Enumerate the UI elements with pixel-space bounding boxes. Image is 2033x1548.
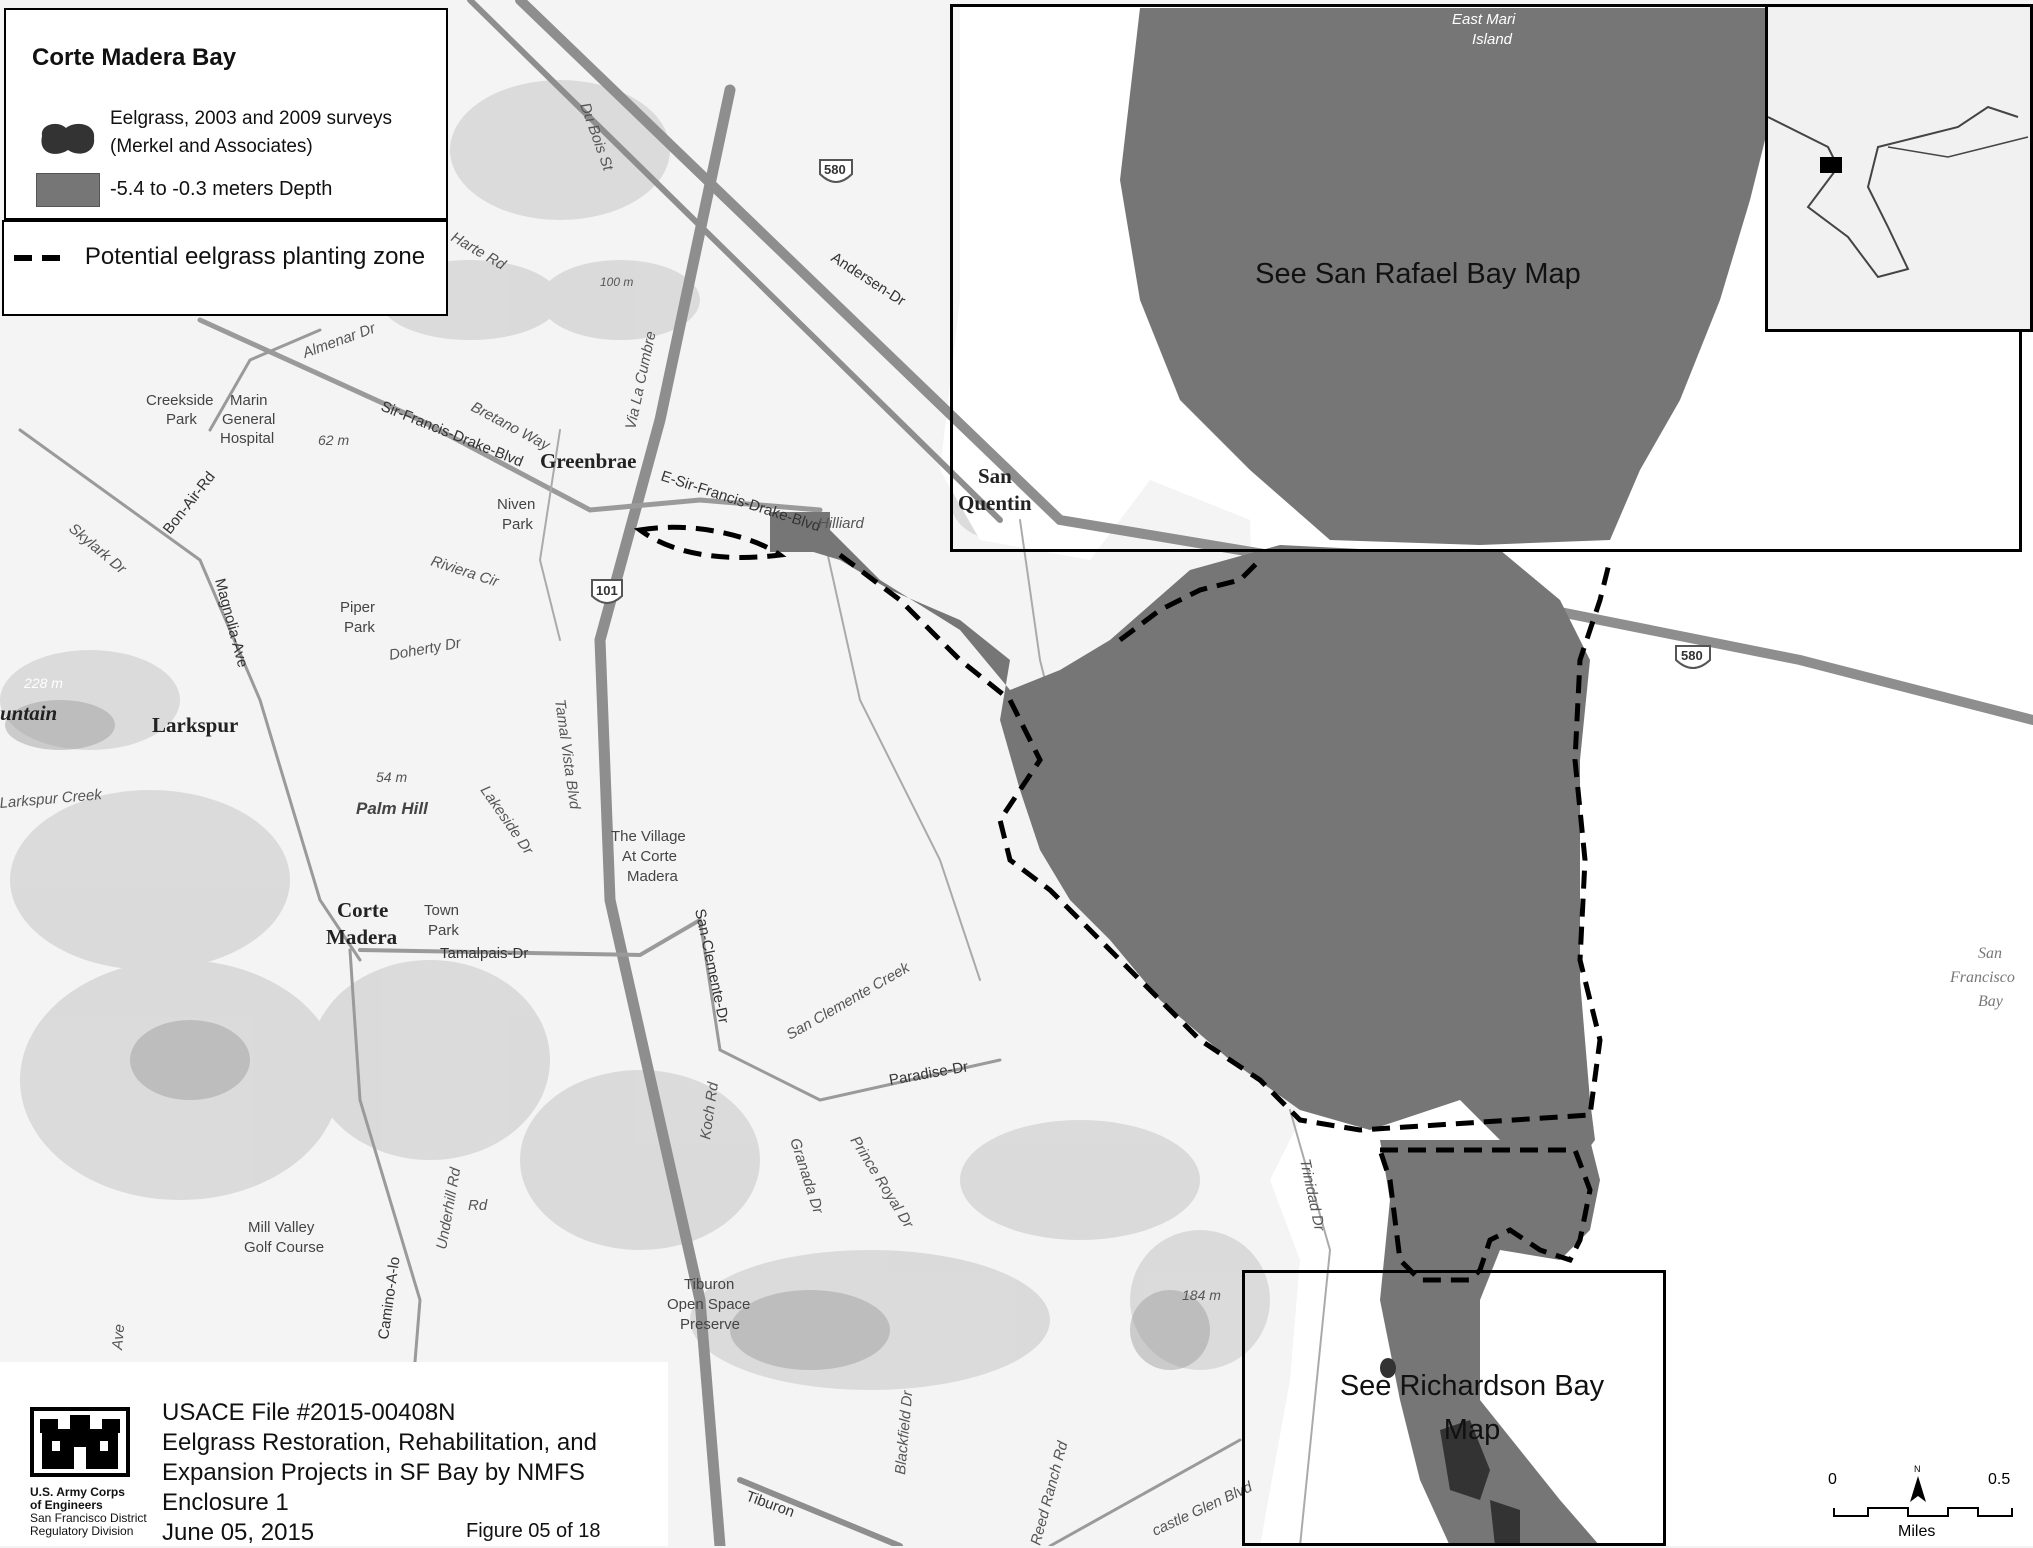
- park-label: Park: [502, 516, 533, 533]
- scale-half: 0.5: [1988, 1471, 2010, 1488]
- depth-area-south: [1380, 1140, 1600, 1546]
- road-label: Hilliard: [818, 515, 865, 532]
- park-label: Golf Course: [244, 1239, 324, 1256]
- richardson-inset-label: See Richardson Bay: [1339, 1370, 1605, 1402]
- park-label: Park: [344, 619, 375, 636]
- park-label: Niven: [497, 496, 535, 513]
- place-label: Greenbrae: [540, 449, 636, 473]
- legend-depth-label: -5.4 to -0.3 meters Depth: [110, 178, 333, 200]
- svg-text:580: 580: [1681, 648, 1703, 663]
- interstate-shield-icon: 580: [819, 159, 853, 183]
- project-title-line: Eelgrass Restoration, Rehabilitation, an…: [162, 1429, 597, 1456]
- park-label: Preserve: [680, 1316, 740, 1333]
- dashed-line-icon: [14, 255, 68, 261]
- park-label: Marin: [230, 392, 268, 409]
- us-route-shield-icon: 101: [591, 579, 623, 604]
- park-label: Park: [428, 922, 459, 939]
- scale-zero: 0: [1828, 1471, 1837, 1488]
- water-label: Bay: [1978, 993, 2004, 1010]
- svg-text:101: 101: [596, 583, 618, 598]
- richardson-inset-label: Map: [1443, 1414, 1501, 1446]
- planting-zone: [633, 524, 1613, 1283]
- park-label: Madera: [627, 868, 679, 885]
- zone-legend-panel: Potential eelgrass planting zone: [2, 220, 448, 316]
- place-label: Island: [1472, 31, 1513, 48]
- elevation-label: 100 m: [600, 275, 633, 289]
- elevation-label: 62 m: [318, 432, 349, 448]
- figure-number: Figure 05 of 18: [466, 1520, 601, 1542]
- place-label: Palm Hill: [356, 799, 429, 818]
- elevation-label: 54 m: [376, 769, 407, 785]
- north-arrow-icon: [1910, 1476, 1926, 1502]
- san-rafael-inset-label: See San Rafael Bay Map: [1255, 258, 1581, 290]
- park-label: At Corte: [622, 848, 677, 865]
- date-label: June 05, 2015: [162, 1519, 315, 1546]
- legend-zone-label: Potential eelgrass planting zone: [84, 243, 426, 270]
- depth-area-north: [1120, 8, 1770, 545]
- eelgrass-patch: [1490, 1500, 1520, 1546]
- enclosure-label: Enclosure 1: [162, 1489, 289, 1516]
- legend-title: Corte Madera Bay: [32, 44, 237, 71]
- elevation-label: 184 m: [1182, 1287, 1221, 1303]
- eelgrass-swatch-icon: [41, 123, 95, 154]
- file-number: USACE File #2015-00408N: [162, 1399, 456, 1426]
- water-label: San: [1978, 945, 2002, 962]
- locator-map: [1765, 4, 2033, 332]
- place-label: Madera: [326, 925, 398, 949]
- hillshade-dark: [5, 700, 1210, 1370]
- eelgrass-patch: [1380, 1358, 1396, 1378]
- road-label: Rd: [468, 1197, 488, 1214]
- legend-eelgrass-source: (Merkel and Associates): [110, 136, 313, 157]
- park-label: Hospital: [220, 430, 274, 447]
- park-label: Mill Valley: [248, 1219, 315, 1236]
- usace-castle-logo-icon: [30, 1407, 130, 1477]
- title-block: U.S. Army Corps of Engineers San Francis…: [0, 1362, 668, 1546]
- park-label: General: [222, 411, 275, 428]
- water-label: Francisco: [1949, 969, 2015, 986]
- place-label: Quentin: [958, 491, 1032, 515]
- svg-text:580: 580: [824, 162, 846, 177]
- depth-area-west-tip: [770, 512, 830, 552]
- road-label: Tamalpais-Dr: [440, 945, 528, 962]
- elevation-label: 228 m: [23, 675, 63, 691]
- scale-bar: N 0 0.5 Miles: [1828, 1464, 2013, 1540]
- park-label: Park: [166, 411, 197, 428]
- road-label: Ave: [109, 1323, 128, 1351]
- eelgrass-patch: [1440, 1420, 1490, 1500]
- place-label: East Mari: [1452, 11, 1516, 28]
- place-label: Larkspur: [152, 713, 238, 737]
- richardson-inset-box[interactable]: [1242, 1270, 1666, 1546]
- park-label: Creekside: [146, 392, 214, 409]
- park-label: The Village: [611, 828, 686, 845]
- interstate-shield-icon: 580: [1675, 645, 1711, 669]
- place-label: untain: [0, 701, 57, 725]
- place-label: Corte: [337, 898, 388, 922]
- park-label: Town: [424, 902, 459, 919]
- locator-map-drawing: [1767, 7, 2030, 329]
- place-label: San: [978, 464, 1012, 488]
- park-label: Piper: [340, 599, 375, 616]
- locator-marker: [1820, 157, 1842, 173]
- scale-unit: Miles: [1898, 1523, 1935, 1540]
- depth-swatch-icon: [36, 173, 100, 207]
- north-label: N: [1914, 1464, 1921, 1474]
- agency-name: U.S. Army Corps of Engineers San Francis…: [30, 1485, 147, 1538]
- legend-panel: Corte Madera Bay Eelgrass, 2003 and 2009…: [4, 8, 448, 220]
- depth-area-main: [780, 520, 1595, 1160]
- project-title-line: Expansion Projects in SF Bay by NMFS: [162, 1459, 585, 1486]
- park-label: Tiburon: [684, 1276, 734, 1293]
- park-label: Open Space: [667, 1296, 750, 1313]
- legend-eelgrass-label: Eelgrass, 2003 and 2009 surveys: [110, 108, 393, 129]
